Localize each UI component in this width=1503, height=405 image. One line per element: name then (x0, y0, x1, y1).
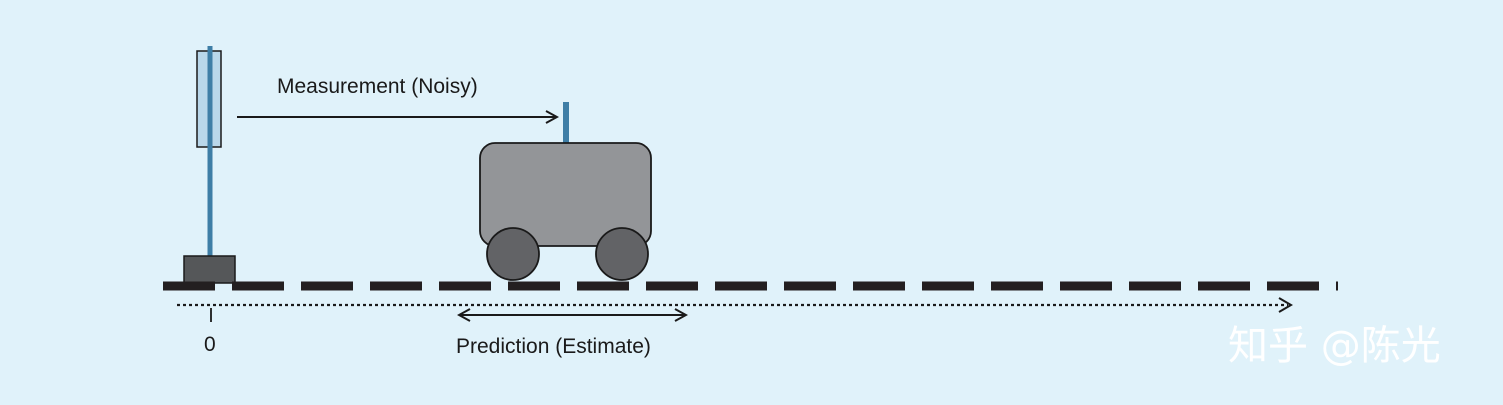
prediction-label: Prediction (Estimate) (456, 335, 651, 358)
measurement-label: Measurement (Noisy) (277, 75, 478, 98)
cart-body (479, 142, 652, 247)
position-axis-arrowhead (1278, 297, 1293, 313)
sensor-base (183, 255, 236, 284)
origin-label: 0 (204, 333, 216, 356)
cart-icon (479, 102, 652, 281)
range-sensor-icon (183, 46, 236, 284)
watermark-text: 知乎 @陈光 (1228, 323, 1441, 369)
cart-wheel-right (595, 227, 649, 281)
cart-wheel-left (486, 227, 540, 281)
